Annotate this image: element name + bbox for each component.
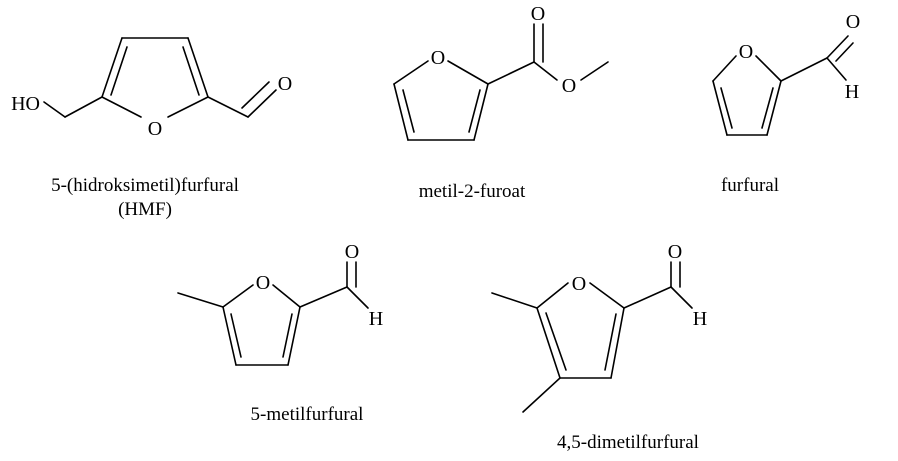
furfural-bonds	[712, 35, 854, 136]
hmf-hydroxyl-label: HO	[11, 93, 40, 115]
methyl-furoate-caption: metil-2-furoat	[419, 181, 526, 202]
dimethylfurfural-bonds	[491, 261, 693, 413]
hmf-caption: 5-(hidroksimetil)furfural	[51, 175, 239, 196]
hmf-carbonyl-oxygen-label: O	[278, 73, 292, 95]
methylfurfural-aldehyde-hydrogen-label: H	[369, 308, 383, 330]
dimethylfurfural-aldehyde-hydrogen-label: H	[693, 308, 707, 330]
methylfurfural-caption: 5-metilfurfural	[251, 404, 364, 425]
furfural-aldehyde-hydrogen-label: H	[845, 81, 859, 103]
molecule-methylfurfural: O O H 5-metilfurfural	[177, 241, 383, 425]
hmf-caption-abbreviation: (HMF)	[118, 199, 172, 220]
furfural-ring-oxygen-label: O	[739, 41, 753, 63]
hmf-bonds	[43, 37, 277, 118]
dimethylfurfural-ring-oxygen-label: O	[572, 273, 586, 295]
methylfurfural-carbonyl-oxygen-label: O	[345, 241, 359, 263]
methylfurfural-ring-oxygen-label: O	[256, 272, 270, 294]
molecule-methyl-furoate: O O O metil-2-furoat	[393, 3, 609, 202]
methyl-furoate-carbonyl-oxygen-label: O	[531, 3, 545, 25]
dimethylfurfural-carbonyl-oxygen-label: O	[668, 241, 682, 263]
molecule-dimethylfurfural: O O H 4,5-dimetilfurfural	[491, 241, 707, 453]
methyl-furoate-bonds	[393, 23, 609, 141]
molecule-furfural: O O H furfural	[712, 11, 860, 196]
dimethylfurfural-caption: 4,5-dimetilfurfural	[557, 432, 699, 453]
furfural-caption: furfural	[721, 175, 779, 196]
furfural-carbonyl-oxygen-label: O	[846, 11, 860, 33]
molecule-hmf: HO O O 5-(hidroksimetil)furfural (HMF)	[11, 37, 292, 220]
hmf-ring-oxygen-label: O	[148, 118, 162, 140]
methyl-furoate-ester-oxygen-label: O	[562, 75, 576, 97]
methyl-furoate-ring-oxygen-label: O	[431, 47, 445, 69]
methylfurfural-bonds	[177, 261, 369, 366]
